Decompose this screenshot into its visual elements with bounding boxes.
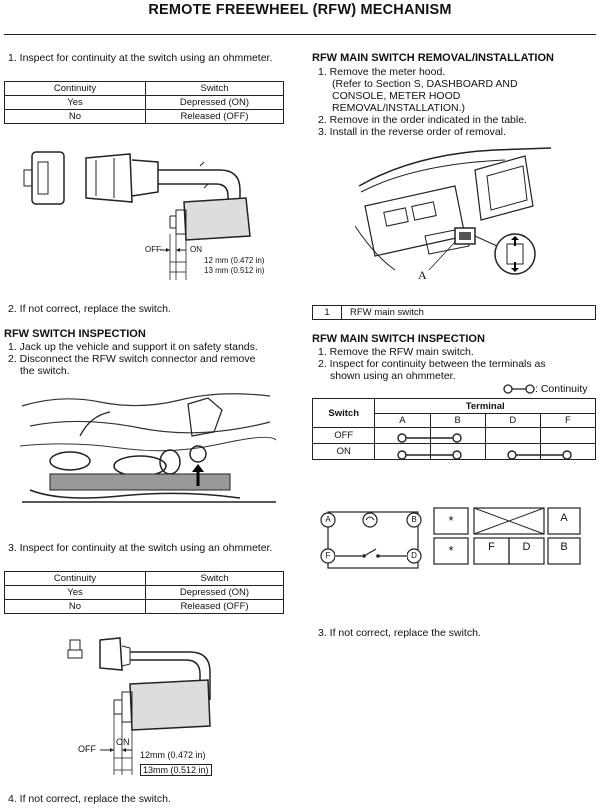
continuity-legend: : Continuity bbox=[535, 383, 588, 395]
step-1-continuity: 1. Inspect for continuity at the switch … bbox=[8, 52, 273, 64]
terminal-continuity-table: Switch Terminal A B D F OFF ON bbox=[311, 398, 597, 460]
switch-contact-icon bbox=[363, 548, 377, 557]
off-label-1: OFF bbox=[145, 245, 161, 254]
header-continuity: Continuity bbox=[4, 571, 146, 586]
section-heading-main-switch-inspection: RFW MAIN SWITCH INSPECTION bbox=[312, 333, 485, 345]
cell: Depressed (ON) bbox=[145, 585, 284, 600]
terminal-header-d: D bbox=[484, 413, 541, 428]
dashboard-illustration bbox=[355, 147, 552, 275]
dimension-13mm-2: 13mm (0.512 in) bbox=[140, 764, 212, 776]
terminal-a-label: A bbox=[325, 515, 331, 524]
terminal-header-b: B bbox=[429, 413, 486, 428]
step-1-remove-meter-hood: 1. Remove the meter hood. bbox=[318, 66, 446, 78]
off-label-2: OFF bbox=[78, 744, 96, 754]
vehicle-undercarriage-illustration bbox=[20, 386, 276, 506]
cell: Released (OFF) bbox=[145, 599, 284, 614]
step-2-inspect: 2. Inspect for continuity between the te… bbox=[318, 358, 546, 370]
step-1-note-line-3: REMOVAL/INSTALLATION.) bbox=[332, 102, 466, 114]
header-switch: Switch bbox=[311, 398, 376, 428]
header-continuity: Continuity bbox=[4, 81, 146, 96]
step-1-remove-main-switch: 1. Remove the RFW main switch. bbox=[318, 346, 474, 358]
connector-pin-d: D bbox=[522, 541, 531, 553]
on-label-2: ON bbox=[116, 737, 130, 747]
row-label-off: OFF bbox=[311, 427, 376, 444]
dimension-12mm-2: 12mm (0.472 in) bbox=[140, 750, 206, 760]
callout-label-a: A bbox=[418, 268, 427, 282]
step-2-disconnect-cont: the switch. bbox=[20, 365, 70, 377]
connector-face-diagram bbox=[433, 507, 581, 565]
on-label-1: ON bbox=[190, 245, 202, 254]
cell: No bbox=[4, 599, 146, 614]
step-4-replace: 4. If not correct, replace the switch. bbox=[8, 793, 171, 805]
step-3-replace-main-switch: 3. If not correct, replace the switch. bbox=[318, 627, 481, 639]
terminal-header-a: A bbox=[374, 413, 431, 428]
cell: Yes bbox=[4, 95, 146, 110]
section-heading-removal-installation: RFW MAIN SWITCH REMOVAL/INSTALLATION bbox=[312, 52, 554, 64]
title-rule bbox=[4, 34, 596, 35]
connector-star-1: * bbox=[448, 513, 454, 528]
dimension-13mm-1: 13 mm (0.512 in) bbox=[204, 266, 265, 275]
page-title: REMOTE FREEWHEEL (RFW) MECHANISM bbox=[148, 2, 452, 18]
on-row-continuity-a-b bbox=[397, 450, 462, 460]
step-3-continuity: 3. Inspect for continuity at the switch … bbox=[8, 542, 273, 554]
rfw-switch-illustration-2 bbox=[67, 637, 211, 775]
header-switch: Switch bbox=[145, 81, 284, 96]
terminal-header-f: F bbox=[539, 413, 597, 428]
continuity-table-2: Continuity Switch Yes Depressed (ON) No … bbox=[4, 571, 284, 614]
parts-table: 1 RFW main switch bbox=[312, 305, 596, 320]
connector-pin-f: F bbox=[488, 541, 495, 553]
continuity-symbol-icon bbox=[503, 384, 535, 394]
cell: No bbox=[4, 109, 146, 124]
cell: Released (OFF) bbox=[145, 109, 284, 124]
rfw-switch-illustration-1 bbox=[23, 151, 251, 280]
step-2-remove-order: 2. Remove in the order indicated in the … bbox=[318, 114, 527, 126]
step-2-replace: 2. If not correct, replace the switch. bbox=[8, 303, 171, 315]
step-1-note-line-2: CONSOLE, METER HOOD bbox=[332, 90, 461, 102]
switch-circuit-diagram bbox=[320, 511, 422, 569]
terminal-d-label: D bbox=[411, 551, 417, 560]
row-label-on: ON bbox=[311, 443, 376, 460]
section-heading-rfw-switch-inspection: RFW SWITCH INSPECTION bbox=[4, 328, 146, 340]
cell: Depressed (ON) bbox=[145, 95, 284, 110]
part-name: RFW main switch bbox=[341, 305, 596, 320]
indicator-lamp-icon bbox=[362, 512, 378, 528]
connector-star-2: * bbox=[448, 543, 454, 558]
continuity-marks bbox=[397, 433, 572, 460]
step-1-note-line-1: (Refer to Section S, DASHBOARD AND bbox=[332, 78, 518, 90]
part-number: 1 bbox=[312, 305, 342, 320]
header-terminal: Terminal bbox=[374, 398, 596, 414]
terminal-b-label: B bbox=[411, 515, 417, 524]
step-3-install: 3. Install in the reverse order of remov… bbox=[318, 126, 506, 138]
cell: Yes bbox=[4, 585, 146, 600]
step-1-jack-up: 1. Jack up the vehicle and support it on… bbox=[8, 341, 258, 353]
connector-pin-a: A bbox=[560, 512, 568, 524]
step-2-inspect-cont: shown using an ohmmeter. bbox=[330, 370, 456, 382]
step-2-disconnect: 2. Disconnect the RFW switch connector a… bbox=[8, 353, 256, 365]
connector-pin-b: B bbox=[560, 541, 568, 553]
dimension-12mm-1: 12 mm (0.472 in) bbox=[204, 256, 265, 265]
terminal-f-label: F bbox=[325, 551, 331, 560]
on-row-continuity-d-f bbox=[507, 450, 572, 460]
continuity-table-1: Continuity Switch Yes Depressed (ON) No … bbox=[4, 81, 284, 124]
off-row-continuity-a-b bbox=[397, 433, 462, 443]
header-switch: Switch bbox=[145, 571, 284, 586]
